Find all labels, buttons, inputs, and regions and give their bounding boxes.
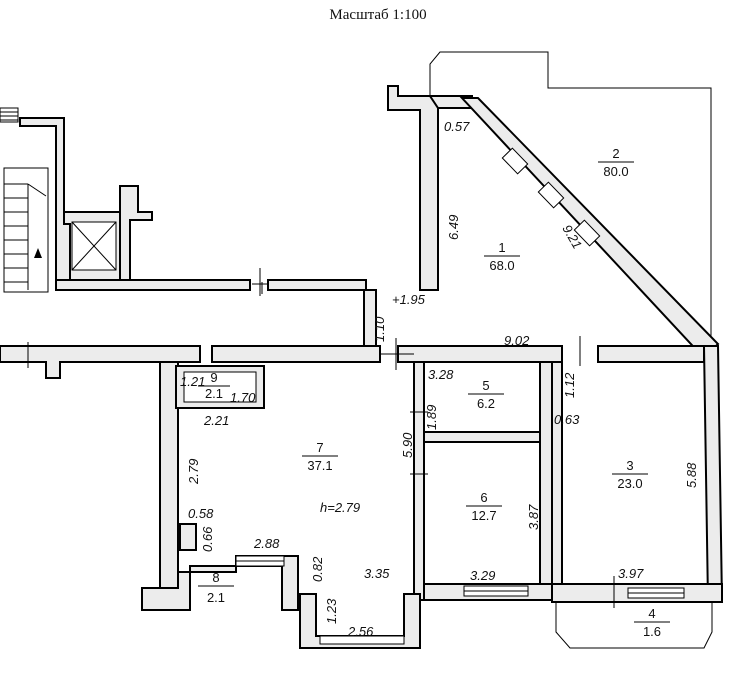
dimension-lines (27, 268, 615, 608)
room-2-label: 2 80.0 (598, 146, 634, 179)
dim-5-88: 5.88 (684, 462, 699, 488)
svg-text:4: 4 (648, 606, 655, 621)
dim-3-35: 3.35 (364, 566, 390, 581)
svg-text:6.2: 6.2 (477, 396, 495, 411)
dim-6-49: 6.49 (446, 215, 461, 240)
svg-text:3: 3 (626, 458, 633, 473)
svg-text:9: 9 (210, 370, 217, 385)
dim-0-66: 0.66 (200, 526, 215, 552)
svg-text:68.0: 68.0 (489, 258, 514, 273)
room-5-label: 5 6.2 (468, 378, 504, 411)
room-2-outline (429, 51, 712, 352)
room-4-outline (555, 602, 713, 649)
dim-0-58: 0.58 (188, 506, 214, 521)
svg-text:23.0: 23.0 (617, 476, 642, 491)
room-9-label: 9 2.1 (198, 370, 230, 401)
dim-1-70: 1.70 (230, 390, 256, 405)
dim-3-29: 3.29 (470, 568, 495, 583)
dim-1-89: 1.89 (424, 405, 439, 430)
dim-3-28: 3.28 (428, 367, 454, 382)
room-labels: 1 68.0 2 80.0 3 23.0 4 1.6 5 6.2 6 12.7 (198, 146, 670, 639)
room-1-label: 1 68.0 (484, 240, 520, 273)
svg-text:5: 5 (482, 378, 489, 393)
svg-text:2: 2 (612, 146, 619, 161)
svg-text:6: 6 (480, 490, 487, 505)
svg-text:2.1: 2.1 (205, 386, 223, 401)
room-8-label: 8 2.1 (198, 570, 234, 605)
dim-1-12: 1.12 (562, 372, 577, 398)
dim-9-02: 9.02 (504, 333, 530, 348)
svg-text:2.1: 2.1 (207, 590, 225, 605)
dim-2-21: 2.21 (203, 413, 229, 428)
room-4-label: 4 1.6 (634, 606, 670, 639)
dim-3-87: 3.87 (526, 504, 541, 530)
ceiling-height: h=2.79 (320, 500, 360, 515)
room-6-label: 6 12.7 (466, 490, 502, 523)
svg-text:1: 1 (498, 240, 505, 255)
svg-text:8: 8 (212, 570, 219, 585)
dim-1-10: 1.10 (372, 316, 387, 342)
dim-0-82: 0.82 (310, 556, 325, 582)
scale-title: Масштаб 1:100 (329, 7, 426, 23)
svg-text:12.7: 12.7 (471, 508, 496, 523)
svg-text:1.6: 1.6 (643, 624, 661, 639)
dim-0-57: 0.57 (444, 119, 470, 134)
svg-text:7: 7 (316, 440, 323, 455)
dim-2-56: 2.56 (347, 624, 374, 639)
room-3-label: 3 23.0 (612, 458, 648, 491)
dim-0-63: 0.63 (554, 412, 580, 427)
dim-5-90: 5.90 (400, 432, 415, 458)
svg-text:80.0: 80.0 (603, 164, 628, 179)
dim-1-21: 1.21 (180, 374, 205, 389)
staircase (0, 107, 49, 293)
dim-1-23: 1.23 (324, 598, 339, 624)
dim-2-79: 2.79 (186, 459, 201, 485)
svg-text:37.1: 37.1 (307, 458, 332, 473)
windows (235, 147, 685, 645)
dim-2-88: 2.88 (253, 536, 280, 551)
lift-shaft (61, 211, 127, 281)
room-7-label: 7 37.1 (302, 440, 338, 473)
dim-plus-1-95: +1.95 (392, 292, 426, 307)
dim-3-97: 3.97 (618, 566, 644, 581)
